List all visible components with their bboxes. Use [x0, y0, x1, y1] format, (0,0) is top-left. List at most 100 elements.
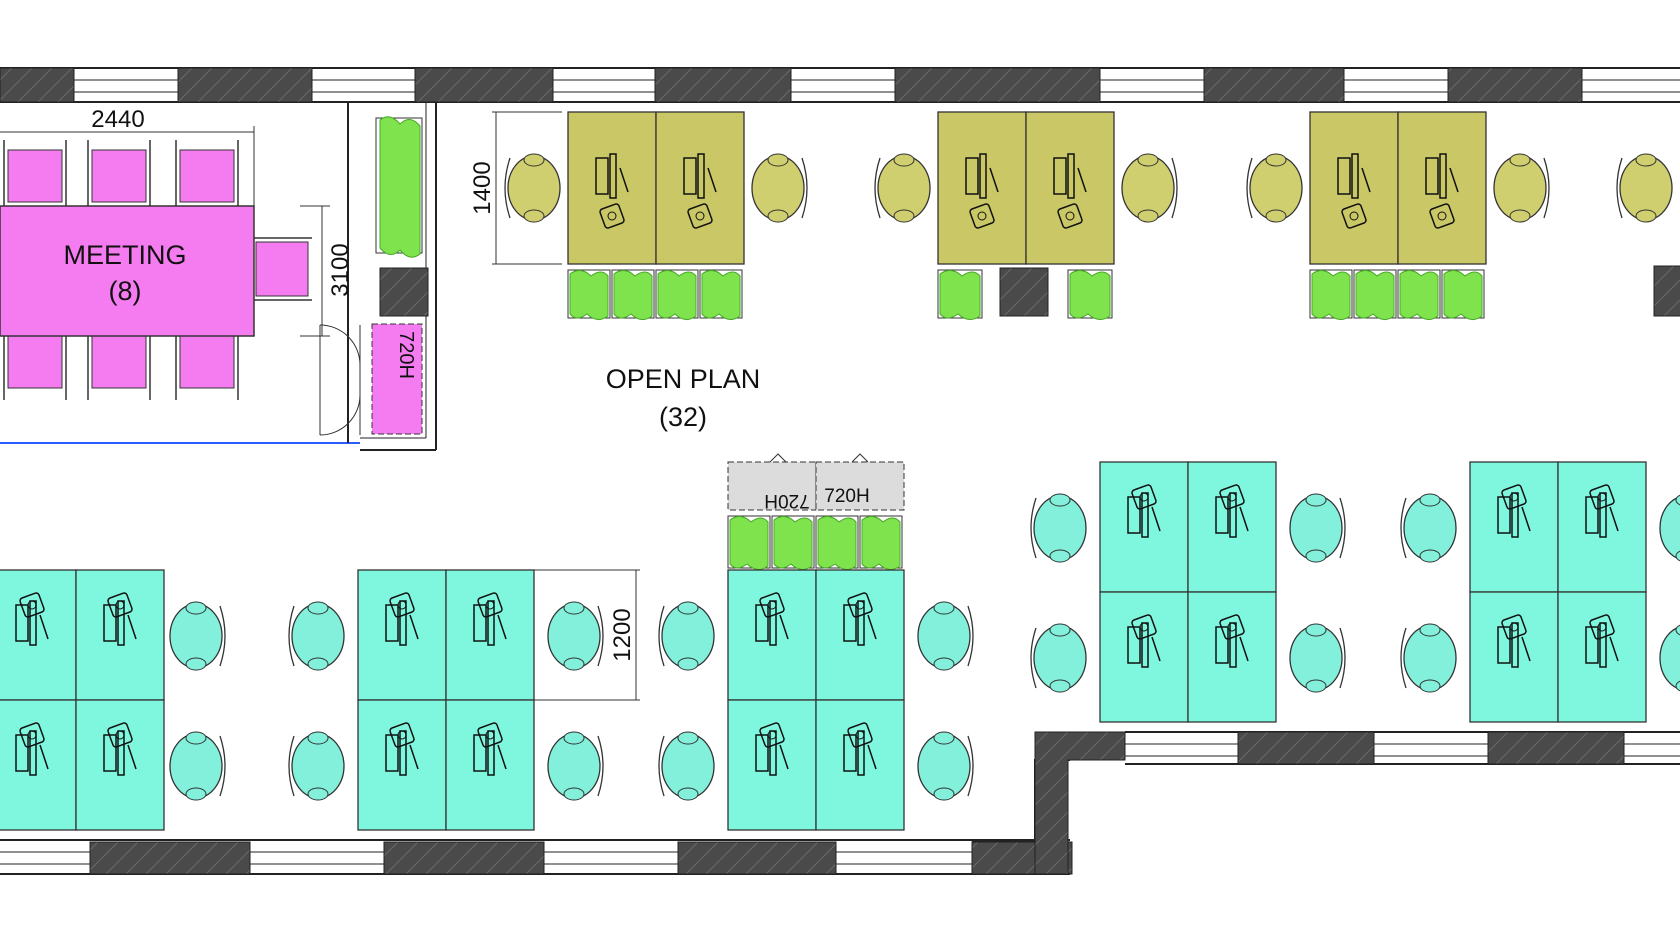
planter	[699, 269, 743, 320]
meeting-chair	[91, 149, 147, 203]
meeting-chair	[7, 149, 63, 203]
workstation	[1187, 461, 1277, 593]
workstation	[1469, 461, 1559, 593]
workstation	[75, 699, 165, 831]
workstation	[357, 569, 447, 701]
planter	[859, 515, 903, 570]
chair	[504, 153, 561, 223]
workstation	[445, 569, 535, 701]
central-cabinets: 720H 720H	[727, 453, 905, 511]
chair	[1659, 624, 1680, 692]
teal-desk-depth-dimension: 1200	[534, 569, 640, 701]
meeting-width-label: 2440	[91, 106, 144, 133]
workstation	[1557, 591, 1647, 723]
planter	[771, 515, 815, 570]
north-window-wall	[0, 67, 1680, 103]
planter	[655, 269, 699, 320]
cabinet-right	[815, 461, 905, 511]
chair	[169, 601, 226, 671]
chair	[288, 601, 345, 671]
yellow-desk-depth-dimension: 1400	[469, 111, 562, 265]
workstation	[727, 699, 817, 831]
workstation	[567, 111, 657, 265]
planters	[567, 269, 1485, 570]
workstation	[0, 569, 77, 701]
planter	[727, 515, 771, 570]
chair	[1400, 493, 1457, 563]
planter	[1353, 269, 1397, 320]
chair	[1289, 493, 1346, 563]
planter	[1397, 269, 1441, 320]
meeting-chair	[255, 241, 309, 297]
cabinet-left-label: 720H	[764, 490, 809, 511]
column	[1653, 265, 1680, 317]
meeting-chairs	[3, 140, 312, 400]
yellow-desk-cluster	[874, 111, 1178, 265]
workstation	[445, 699, 535, 831]
chair	[1289, 623, 1346, 693]
workstation	[1557, 461, 1647, 593]
chair	[917, 731, 974, 801]
workstation	[1397, 111, 1487, 265]
yellow-desk-cluster	[504, 111, 808, 265]
workstation	[1099, 591, 1189, 723]
meeting-chair	[91, 335, 147, 389]
workstation	[1099, 461, 1189, 593]
workstation	[937, 111, 1027, 265]
meeting-depth-dimension: 3100	[300, 205, 354, 337]
workstation	[815, 699, 905, 831]
workstation	[655, 111, 745, 265]
teal-desk-clusters	[0, 461, 1680, 831]
workstation	[727, 569, 817, 701]
south-window-wall	[0, 731, 1680, 875]
chair	[1493, 153, 1550, 223]
teal-desk-cluster	[288, 569, 604, 831]
workstation	[0, 699, 77, 831]
meeting-planter	[375, 116, 423, 258]
open-plan-name: OPEN PLAN	[606, 364, 761, 394]
chair	[288, 731, 345, 801]
meeting-chair	[179, 335, 235, 389]
chair	[547, 601, 604, 671]
meeting-chair	[179, 149, 235, 203]
chair	[1400, 623, 1457, 693]
meeting-cabinet-label: 720H	[395, 331, 417, 379]
cabinet-right-label: 720H	[824, 486, 869, 507]
planter	[1309, 269, 1353, 320]
meeting-column	[379, 267, 429, 317]
workstation	[357, 699, 447, 831]
chair	[1616, 153, 1673, 223]
chair	[917, 601, 974, 671]
chair	[1246, 153, 1303, 223]
yellow-desk-depth-label: 1400	[469, 161, 496, 214]
chair	[658, 601, 715, 671]
planter	[1441, 269, 1485, 320]
meeting-depth-label: 3100	[327, 243, 354, 296]
chair	[1659, 494, 1680, 562]
teal-desk-cluster	[1400, 461, 1680, 723]
workstation	[75, 569, 165, 701]
chair	[1030, 623, 1087, 693]
column	[999, 267, 1049, 317]
workstation	[815, 569, 905, 701]
chair	[169, 731, 226, 801]
planter	[1067, 269, 1113, 320]
meeting-chair	[7, 335, 63, 389]
cabinet-left	[727, 461, 817, 511]
workstation	[1469, 591, 1559, 723]
chair	[658, 731, 715, 801]
workstation	[1187, 591, 1277, 723]
meeting-room-name: MEETING	[63, 240, 186, 270]
open-plan-capacity: (32)	[659, 402, 707, 432]
workstation	[1025, 111, 1115, 265]
teal-desk-depth-label: 1200	[609, 608, 636, 661]
teal-desk-cluster	[1030, 461, 1346, 723]
chair	[1030, 493, 1087, 563]
teal-desk-cluster	[0, 569, 226, 831]
planter	[937, 269, 983, 320]
planter	[567, 269, 611, 320]
chair	[751, 153, 808, 223]
teal-desk-cluster	[658, 569, 974, 831]
yellow-desk-clusters	[504, 111, 1673, 265]
